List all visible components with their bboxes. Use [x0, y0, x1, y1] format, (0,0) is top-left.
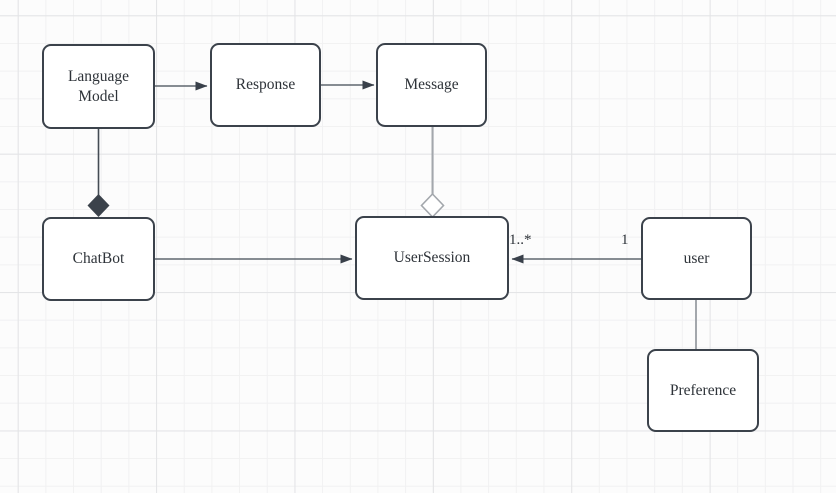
node-language-model[interactable]: Language Model: [42, 44, 155, 129]
node-message[interactable]: Message: [376, 43, 487, 127]
node-label: Message: [404, 76, 459, 94]
node-usersession[interactable]: UserSession: [355, 216, 509, 300]
node-response[interactable]: Response: [210, 43, 321, 127]
node-label: user: [683, 249, 710, 267]
node-chatbot[interactable]: ChatBot: [42, 217, 155, 301]
node-user[interactable]: user: [641, 217, 752, 300]
edge-languagemodel-chatbot-composition[interactable]: [87, 129, 110, 217]
node-label: Preference: [669, 381, 737, 399]
node-label: ChatBot: [72, 250, 125, 268]
multiplicity-label-target[interactable]: 1..*: [509, 232, 532, 248]
filled-diamond-icon: [87, 194, 110, 217]
edge-message-usersession-aggregation[interactable]: [420, 127, 445, 219]
node-preference[interactable]: Preference: [647, 349, 759, 432]
hollow-diamond-icon: [420, 192, 445, 219]
node-label: Language Model: [67, 68, 130, 105]
node-label: Response: [235, 76, 296, 94]
multiplicity-label-source[interactable]: 1: [621, 232, 629, 248]
node-label: UserSession: [393, 249, 471, 267]
